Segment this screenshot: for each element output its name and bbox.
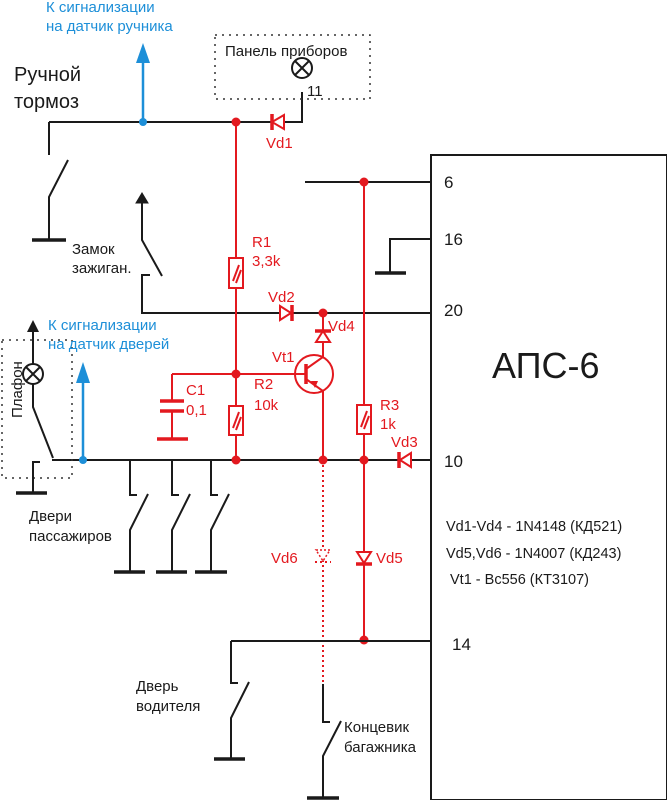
driver-door-switch (214, 641, 250, 761)
r1-resistor-icon (228, 257, 244, 289)
pin-20-label: 20 (444, 301, 463, 320)
vd2-diode-icon (279, 304, 294, 322)
passenger-doors-label-1: Двери (29, 508, 72, 525)
pin-16-label: 16 (444, 230, 463, 249)
ceiling-light-box (1, 339, 73, 479)
vd1-label: Vd1 (266, 135, 293, 152)
trunk-switch-label-1: Концевик (344, 719, 409, 736)
handbrake-signal-label-1: К сигнализации (46, 0, 155, 16)
pin-6-label: 6 (444, 173, 453, 192)
c1-value: 0,1 (186, 402, 207, 419)
c1-capacitor-icon (157, 374, 188, 441)
ceiling-lamp-icon (22, 363, 44, 385)
r3-resistor-icon (356, 404, 372, 435)
driver-door-label-2: водителя (136, 698, 200, 715)
dashboard-box (214, 34, 371, 100)
note-diodes-1: Vd1-Vd4 - 1N4148 (КД521) (446, 519, 622, 535)
vt1-label: Vt1 (272, 349, 295, 366)
arrow-up-icon (136, 43, 150, 63)
ceiling-light-label: Плафон (9, 361, 26, 418)
door-signal: К сигнализации на датчик дверей (48, 317, 169, 464)
vd5-label: Vd5 (376, 550, 403, 567)
handbrake-signal-label-2: на датчик ручника (46, 18, 173, 35)
dashboard-lamp-icon (291, 57, 313, 79)
module-name: АПС-6 (492, 345, 600, 386)
r2-resistor-icon (228, 405, 244, 436)
ignition-label-2: зажиган. (72, 260, 132, 277)
passenger-doors-label-2: пассажиров (29, 528, 112, 545)
dashboard-pin-label: 11 (307, 83, 323, 100)
handbrake-circuit: Ручной тормоз Панель приборов 11 Vd1 (14, 34, 371, 242)
pin-14-label: 14 (452, 635, 471, 654)
r3-name: R3 (380, 397, 399, 414)
r3-value: 1k (380, 416, 396, 433)
r2-name: R2 (254, 376, 273, 393)
trunk-switch-label-2: багажника (344, 739, 417, 756)
handbrake-signal: К сигнализации на датчик ручника (46, 0, 173, 126)
vd6-label: Vd6 (271, 550, 298, 567)
arrow-up-icon (76, 362, 90, 383)
vd5-diode-icon (355, 551, 373, 566)
vd2-label: Vd2 (268, 289, 295, 306)
driver-door-label-1: Дверь (136, 678, 179, 695)
ignition-label-1: Замок (72, 241, 115, 258)
note-transistor: Vt1 - Bc556 (КТ3107) (450, 572, 589, 588)
aps6-module: АПС-6 6 16 20 10 14 Vd1-Vd4 - 1N4148 (КД… (430, 154, 667, 800)
ignition-switch: Замок зажиган. (72, 192, 431, 314)
pin-10-label: 10 (444, 452, 463, 471)
vd4-diode-icon (314, 329, 332, 343)
door-signal-label-2: на датчик дверей (48, 336, 169, 353)
r1-name: R1 (252, 234, 271, 251)
trunk-switch (307, 684, 342, 800)
vd3-label: Vd3 (391, 434, 418, 451)
vt1-transistor-icon (294, 313, 334, 460)
c1-name: C1 (186, 382, 205, 399)
vd1-diode-icon (270, 113, 285, 131)
dashboard-label: Панель приборов (225, 43, 347, 60)
vd3-diode-icon (397, 451, 412, 469)
handbrake-label-1: Ручной (14, 64, 81, 86)
r2-value: 10k (254, 397, 279, 414)
r1-value: 3,3k (252, 253, 281, 270)
ceiling-light: Плафон (1, 320, 73, 495)
vd6-diode-icon (314, 549, 332, 563)
passenger-door-switches (114, 460, 230, 574)
note-diodes-2: Vd5,Vd6 - 1N4007 (КД243) (446, 546, 621, 562)
door-signal-label-1: К сигнализации (48, 317, 157, 334)
vd4-label: Vd4 (328, 318, 355, 335)
handbrake-label-2: тормоз (14, 91, 79, 113)
